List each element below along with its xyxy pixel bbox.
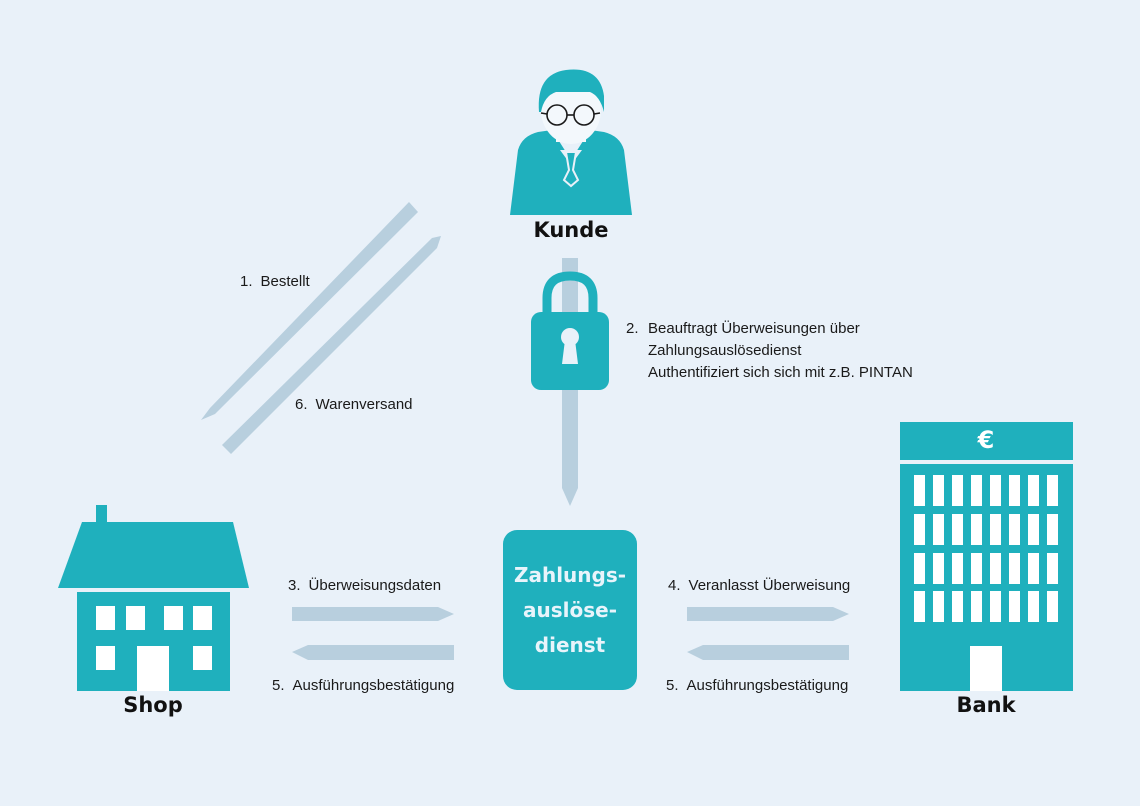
- bank-window: [914, 591, 925, 622]
- bank-window: [971, 591, 982, 622]
- bank-window: [971, 553, 982, 584]
- bank-window: [1028, 553, 1039, 584]
- service-line-2: auslöse-: [522, 597, 617, 622]
- step-4-text: Veranlasst Überweisung: [688, 577, 851, 594]
- arrow-shipping: [222, 236, 441, 454]
- step-5-left-number: 5.: [272, 677, 285, 694]
- bank-window: [1047, 514, 1058, 545]
- step-1-number: 1.: [240, 273, 253, 290]
- padlock-icon: [531, 271, 609, 390]
- bank-building-icon: [900, 422, 1073, 691]
- step-2-line-3: Authentifiziert sich sich mit z.B. PINTA…: [648, 364, 913, 381]
- bank-window: [1028, 591, 1039, 622]
- step-2-number: 2.: [626, 320, 639, 337]
- bank-window: [952, 591, 963, 622]
- bank-window: [1009, 475, 1020, 506]
- bank-window: [1009, 553, 1020, 584]
- bank-window: [952, 553, 963, 584]
- bank-window: [990, 514, 1001, 545]
- bank-window: [933, 591, 944, 622]
- step-4-label: 4. Veranlasst Überweisung: [668, 575, 850, 597]
- bank-window: [933, 475, 944, 506]
- step-3-number: 3.: [288, 577, 301, 594]
- payment-initiation-service: Zahlungs- auslöse- dienst: [503, 530, 637, 690]
- bank-window: [914, 514, 925, 545]
- step-5-left-text: Ausführungsbestätigung: [292, 677, 455, 694]
- step-3-text: Überweisungsdaten: [308, 577, 442, 594]
- arrow-transfer-data: [292, 607, 454, 621]
- bank-window: [933, 514, 944, 545]
- step-1-label: 1. Bestellt: [240, 271, 310, 293]
- step-6-number: 6.: [295, 396, 308, 413]
- step-3-label: 3. Überweisungsdaten: [288, 575, 441, 597]
- step-5-right-number: 5.: [666, 677, 679, 694]
- bank-window: [971, 475, 982, 506]
- step-6-label: 6. Warenversand: [295, 394, 413, 416]
- step-5-right-label: 5. Ausführungsbestätigung: [666, 675, 848, 697]
- bank-window: [952, 475, 963, 506]
- service-line-1: Zahlungs-: [513, 562, 627, 587]
- euro-symbol: €: [977, 426, 995, 454]
- bank-window: [952, 514, 963, 545]
- step-1-text: Bestellt: [260, 273, 310, 290]
- bank-window: [914, 553, 925, 584]
- bank-window: [990, 591, 1001, 622]
- house-icon: [58, 505, 249, 691]
- step-5-left-label: 5. Ausführungsbestätigung: [272, 675, 454, 697]
- bank-window: [1009, 514, 1020, 545]
- shop-label: Shop: [123, 693, 183, 717]
- step-2-line-2: Zahlungsauslösedienst: [648, 342, 802, 359]
- step-4-number: 4.: [668, 577, 681, 594]
- service-line-3: dienst: [534, 632, 606, 657]
- arrow-confirmation-left: [292, 645, 454, 660]
- bank-window: [1028, 475, 1039, 506]
- arrow-order: [201, 202, 418, 420]
- arrow-initiate-transfer: [687, 607, 849, 621]
- step-5-right-text: Ausführungsbestätigung: [686, 677, 849, 694]
- bank-window: [1047, 475, 1058, 506]
- bank-window: [1009, 591, 1020, 622]
- step-2-label: 2. Beauftragt Überweisungen über Zahlungs…: [626, 318, 913, 384]
- step-2-line-1: Beauftragt Überweisungen über: [648, 320, 860, 337]
- step-6-text: Warenversand: [315, 396, 413, 413]
- bank-window: [1028, 514, 1039, 545]
- bank-window: [990, 475, 1001, 506]
- bank-window: [914, 475, 925, 506]
- bank-window: [933, 553, 944, 584]
- bank-window: [990, 553, 1001, 584]
- customer-label: Kunde: [533, 218, 609, 242]
- bank-window: [1047, 553, 1058, 584]
- arrow-confirmation-right: [687, 645, 849, 660]
- person-icon: [510, 69, 632, 215]
- bank-label: Bank: [956, 693, 1016, 717]
- bank-window: [1047, 591, 1058, 622]
- bank-window: [971, 514, 982, 545]
